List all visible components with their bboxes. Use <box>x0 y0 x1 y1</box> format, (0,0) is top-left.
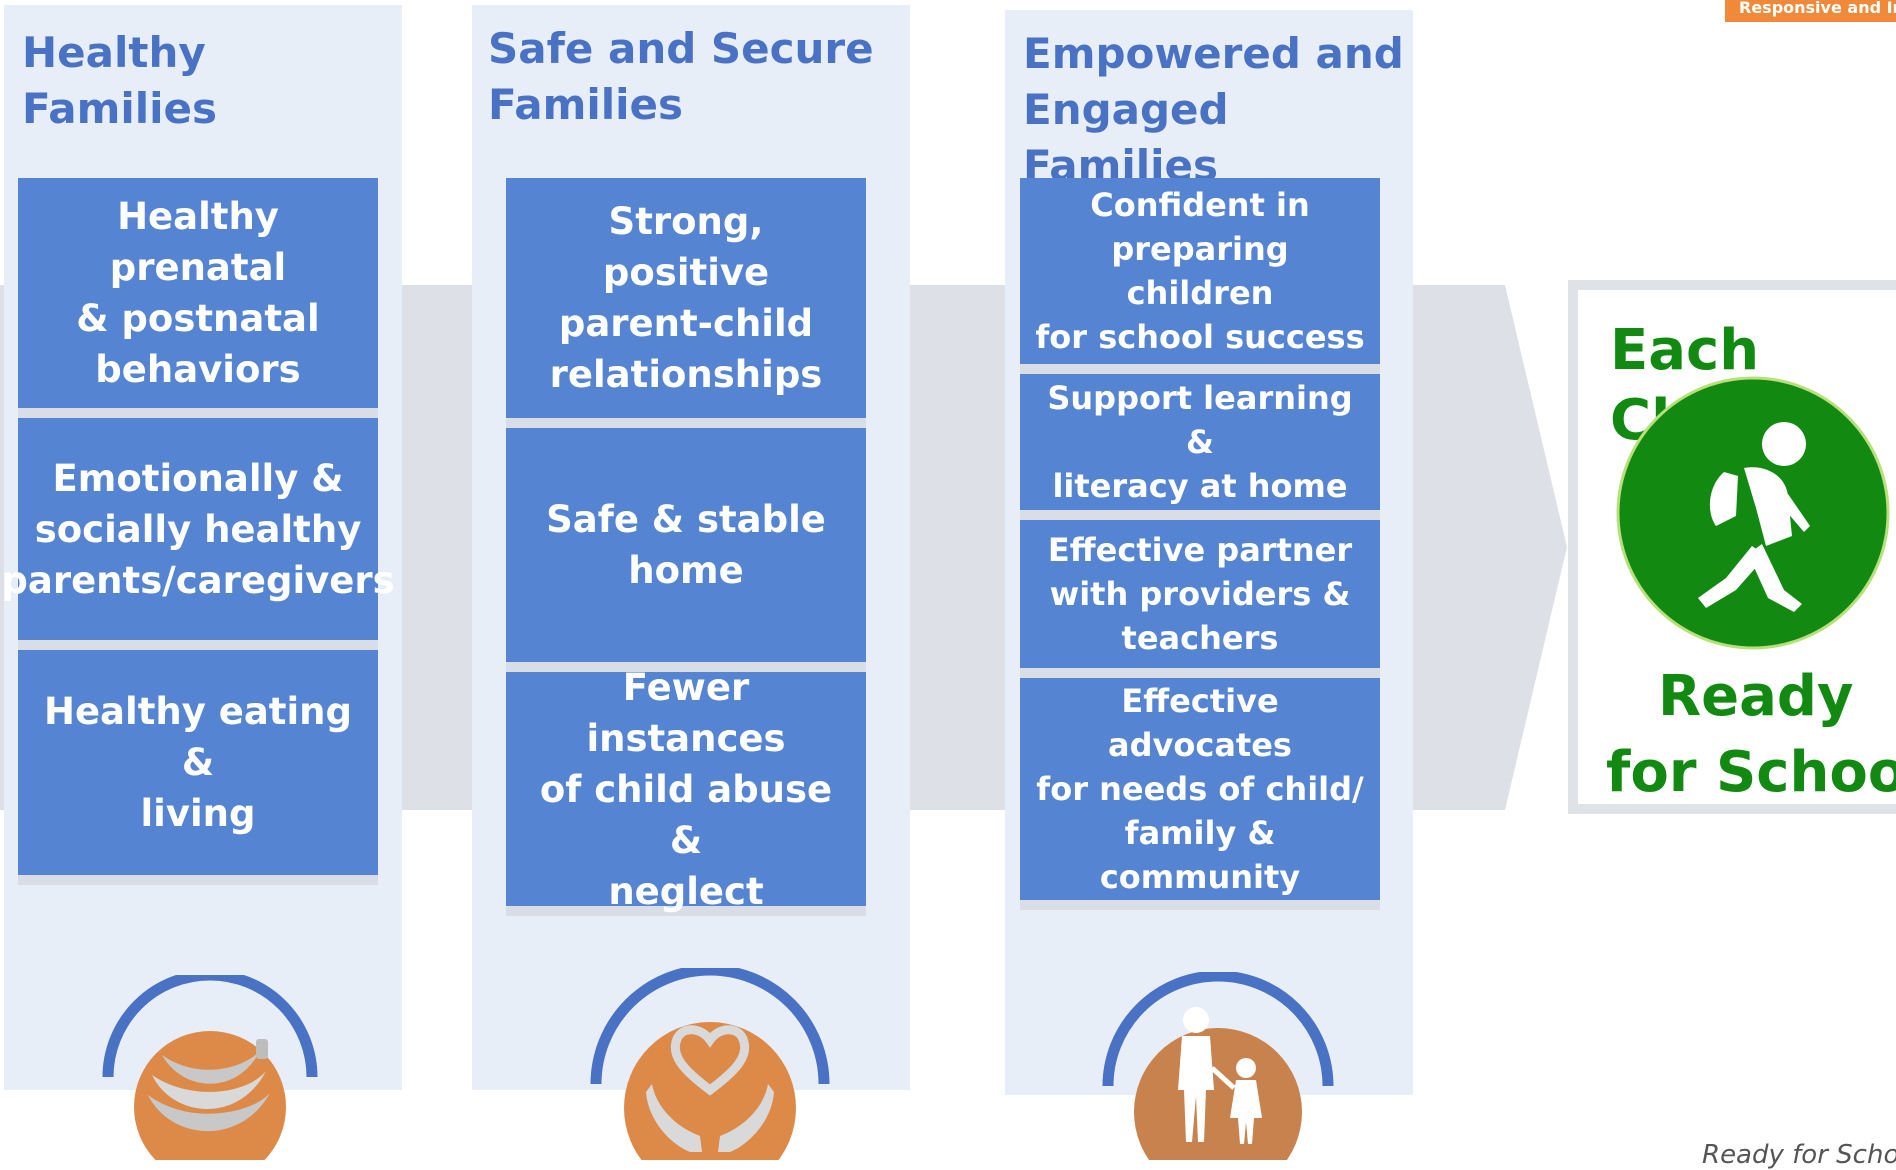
outcome-box: Healthy prenatal & postnatal behaviors <box>18 178 378 418</box>
outcome-box: Effective partner with providers & teach… <box>1020 520 1380 678</box>
walking-student-icon <box>1616 376 1890 650</box>
outcome-box: Effective advocates for needs of child/ … <box>1020 678 1380 910</box>
column-title: Healthy Families <box>22 28 218 133</box>
column-title: Safe and Secure Families <box>488 24 874 129</box>
ready-for-school-panel: Each Child Ready for School <box>1568 280 1896 814</box>
outcome-box: Strong, positive parent-child relationsh… <box>506 178 866 428</box>
outcome-box: Support learning & literacy at home <box>1020 374 1380 520</box>
for-school-text: for School <box>1606 740 1896 805</box>
outcome-box: Healthy eating & living <box>18 650 378 885</box>
heart-in-hands-icon <box>590 968 830 1160</box>
corner-tab: Responsive and In <box>1725 0 1896 22</box>
ready-text: Ready <box>1658 664 1854 729</box>
bananas-icon <box>102 975 318 1160</box>
outcome-box: Emotionally & socially healthy parents/c… <box>1 418 395 650</box>
outcome-box: Fewer instances of child abuse & neglect <box>506 666 866 916</box>
parent-and-child-icon <box>1102 972 1334 1160</box>
column-title: Empowered and Engaged Families <box>1023 29 1404 190</box>
outcome-box: Confident in preparing children for scho… <box>1020 178 1380 374</box>
outcome-box: Safe & stable home <box>506 428 866 672</box>
footer-caption: Ready for Scho <box>1702 1140 1896 1170</box>
